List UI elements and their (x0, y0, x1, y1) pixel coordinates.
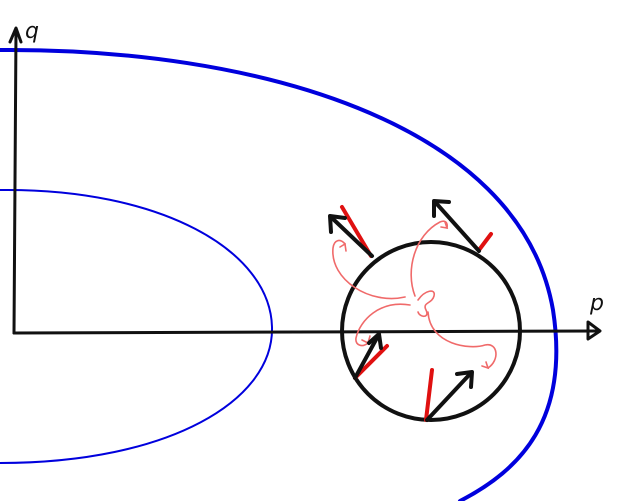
flow-curve-top-head-icon (440, 221, 449, 230)
red-arrow-lower-left (353, 344, 389, 380)
red-arrow-upper-right (477, 232, 493, 252)
black-arrow-lower-left (353, 334, 380, 380)
p-axis-arrow-head-icon (586, 320, 602, 341)
p-axis (12, 320, 602, 341)
q-axis-label: q (25, 19, 39, 44)
flow-curve-lower-right-head-icon (481, 361, 490, 370)
black-arrow-upper-left (330, 216, 374, 258)
p-axis-label: p (589, 291, 604, 316)
black-arrow-lower-left-head-icon (367, 332, 383, 350)
flow-curve-upper-left (332, 239, 406, 300)
boundary-arrows (328, 199, 493, 422)
black-arrow-upper-left-head-icon (328, 214, 347, 234)
black-arrow-bottom-head-icon (455, 370, 474, 389)
q-axis-arrow-head-icon (8, 26, 23, 44)
black-arrow-upper-right-head-icon (432, 199, 451, 218)
black-arrow-upper-right (434, 201, 481, 253)
q-axis (8, 26, 23, 335)
inner-blue-contour (0, 188, 274, 464)
flow-curve-lower-left (355, 303, 411, 347)
black-arrow-bottom (425, 372, 472, 422)
flow-curve-lower-right (427, 311, 497, 369)
red-arrow-bottom (424, 368, 434, 422)
phase-space-circle (340, 240, 522, 422)
flow-center-squiggle (417, 290, 435, 318)
flow-curves (332, 220, 497, 370)
flow-curve-upper-left-head-icon (339, 242, 347, 252)
flow-curve-top (410, 220, 448, 297)
outer-blue-contour (0, 47, 559, 501)
